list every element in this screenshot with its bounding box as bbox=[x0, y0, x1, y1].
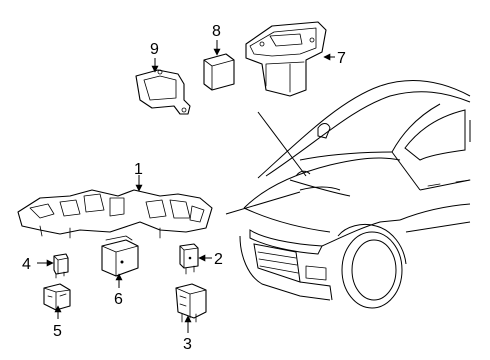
callout-3: 3 bbox=[183, 336, 192, 353]
callout-2: 2 bbox=[214, 251, 223, 268]
relay-carrier-bracket bbox=[17, 189, 213, 239]
vehicle-illustration bbox=[239, 80, 471, 309]
fuse-part-4 bbox=[53, 253, 69, 279]
relay-block-part-6 bbox=[101, 235, 139, 277]
callout-7: 7 bbox=[337, 50, 346, 67]
callout-8: 8 bbox=[212, 23, 221, 40]
leader-1-to-vehicle bbox=[225, 191, 301, 215]
leader-7-to-vehicle bbox=[257, 111, 307, 177]
callout-9: 9 bbox=[150, 41, 159, 58]
mounting-bracket-part-9 bbox=[135, 69, 191, 115]
relay-part-3 bbox=[175, 283, 207, 323]
callout-4: 4 bbox=[22, 256, 31, 273]
relay-part-2 bbox=[179, 243, 199, 275]
module-part-8 bbox=[203, 53, 235, 91]
callout-6: 6 bbox=[114, 291, 123, 308]
fuse-holder-part-5 bbox=[43, 283, 71, 311]
callout-1: 1 bbox=[134, 161, 143, 178]
control-module-part-7 bbox=[245, 21, 327, 97]
callout-5: 5 bbox=[53, 323, 62, 340]
